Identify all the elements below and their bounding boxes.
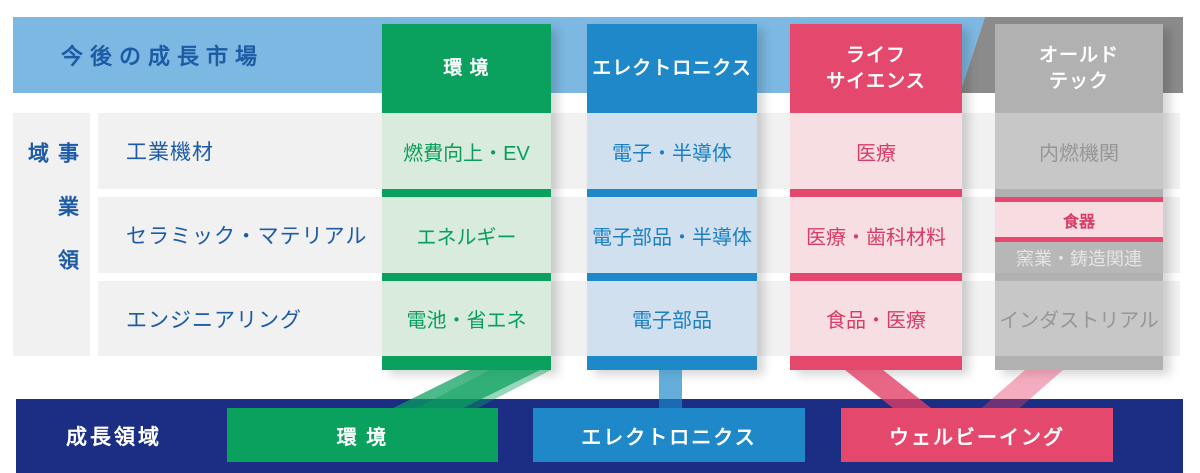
pink-accent-bar — [995, 237, 1163, 242]
cell-old-tech-row2: 食器 窯業・鋳造関連 — [995, 197, 1163, 273]
cell-old-tech-row3: インダストリアル — [995, 281, 1163, 356]
pink-accent-bar — [995, 197, 1163, 202]
cell-old-tech-tableware: 食器 — [995, 202, 1163, 237]
cell-old-tech-ceramics: 窯業・鋳造関連 — [995, 242, 1163, 273]
business-domain-box: 事業領域 — [13, 113, 90, 356]
column-old-tech: オールド テック 内燃機関 食器 窯業・鋳造関連 インダストリアル — [995, 24, 1163, 370]
column-header-electronics: エレクトロニクス — [587, 24, 757, 113]
row-label: セラミック・マテリアル — [126, 225, 368, 248]
growth-button-wellbeing: ウェルビーイング — [841, 408, 1113, 462]
column-header-old-tech: オールド テック — [995, 24, 1163, 113]
cell-electronics-row1: 電子・半導体 — [587, 113, 757, 189]
growth-button-environment: 環 境 — [227, 408, 498, 462]
cell-environment-row2: エネルギー — [382, 197, 551, 273]
cell-life-science-row2: 医療・歯科材料 — [790, 197, 962, 273]
column-environment: 環 境 燃費向上・EV エネルギー 電池・省エネ — [382, 24, 551, 370]
row-label: 工業機材 — [126, 141, 214, 164]
column-header-label-line1: ライフ — [845, 44, 906, 66]
column-header-label-line1: オールド — [1038, 44, 1119, 66]
growth-button-electronics: エレクトロニクス — [533, 408, 805, 462]
column-header-label: 環 境 — [443, 57, 490, 79]
column-header-label-line2: テック — [1048, 70, 1109, 92]
column-header-environment: 環 境 — [382, 24, 551, 113]
column-header-label: エレクトロニクス — [592, 57, 752, 79]
business-domain-label: 事業領域 — [25, 142, 79, 304]
column-life-science: ライフ サイエンス 医療 医療・歯科材料 食品・医療 — [790, 24, 962, 370]
cell-life-science-row1: 医療 — [790, 113, 962, 189]
column-header-life-science: ライフ サイエンス — [790, 24, 962, 113]
cell-electronics-row2: 電子部品・半導体 — [587, 197, 757, 273]
row-label: エンジニアリング — [126, 308, 302, 332]
cell-life-science-row3: 食品・医療 — [790, 281, 962, 356]
column-header-label-line2: サイエンス — [826, 70, 926, 92]
cell-environment-row3: 電池・省エネ — [382, 281, 551, 356]
cell-electronics-row3: 電子部品 — [587, 281, 757, 356]
cell-environment-row1: 燃費向上・EV — [382, 113, 551, 189]
growth-domain-label: 成長領域 — [66, 426, 162, 449]
future-growth-market-label: 今後の成長市場 — [61, 44, 265, 69]
column-electronics: エレクトロニクス 電子・半導体 電子部品・半導体 電子部品 — [587, 24, 757, 370]
cell-old-tech-row1: 内燃機関 — [995, 113, 1163, 189]
